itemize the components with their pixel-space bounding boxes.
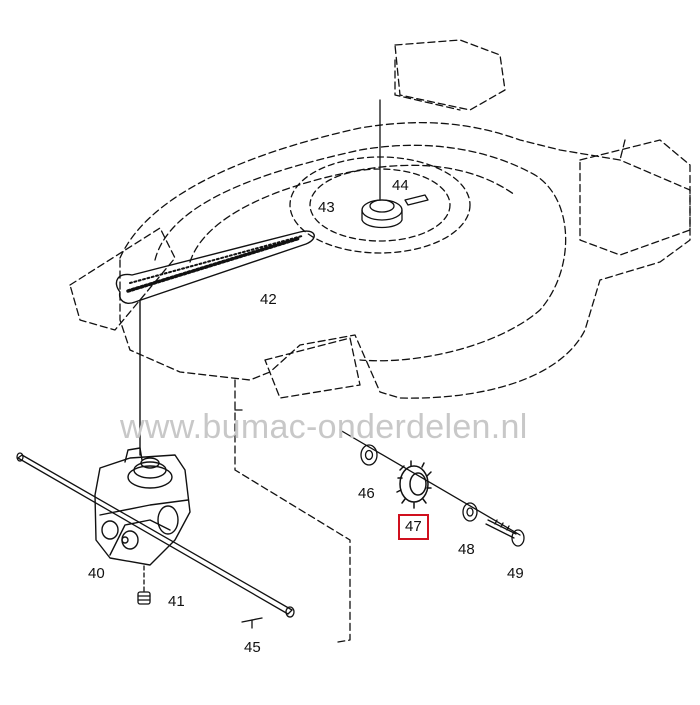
part-label-45: 45 (244, 639, 261, 656)
pulley-43 (361, 99, 403, 229)
washer-46 (360, 444, 378, 466)
assembly-axis-line (339, 429, 521, 536)
part-label-46: 46 (358, 485, 375, 502)
screw-41 (137, 565, 151, 605)
bolt-49 (485, 519, 525, 547)
gearbox-40 (94, 447, 191, 566)
axle (16, 452, 295, 618)
part-label-40: 40 (88, 565, 105, 582)
key-44 (404, 194, 429, 206)
part-label-42: 42 (260, 291, 277, 308)
drive-belt-42 (115, 230, 315, 456)
part-label-49: 49 (507, 565, 524, 582)
part-label-47-highlighted: 47 (398, 514, 429, 540)
mower-deck (69, 39, 691, 643)
watermark: www.bumac-onderdelen.nl (120, 408, 528, 446)
washer-48 (462, 502, 478, 522)
part-label-43: 43 (318, 199, 335, 216)
pin-45 (241, 617, 263, 629)
part-label-41: 41 (168, 593, 185, 610)
part-label-44: 44 (392, 177, 409, 194)
pinion-gear-47 (396, 460, 432, 509)
part-label-48: 48 (458, 541, 475, 558)
